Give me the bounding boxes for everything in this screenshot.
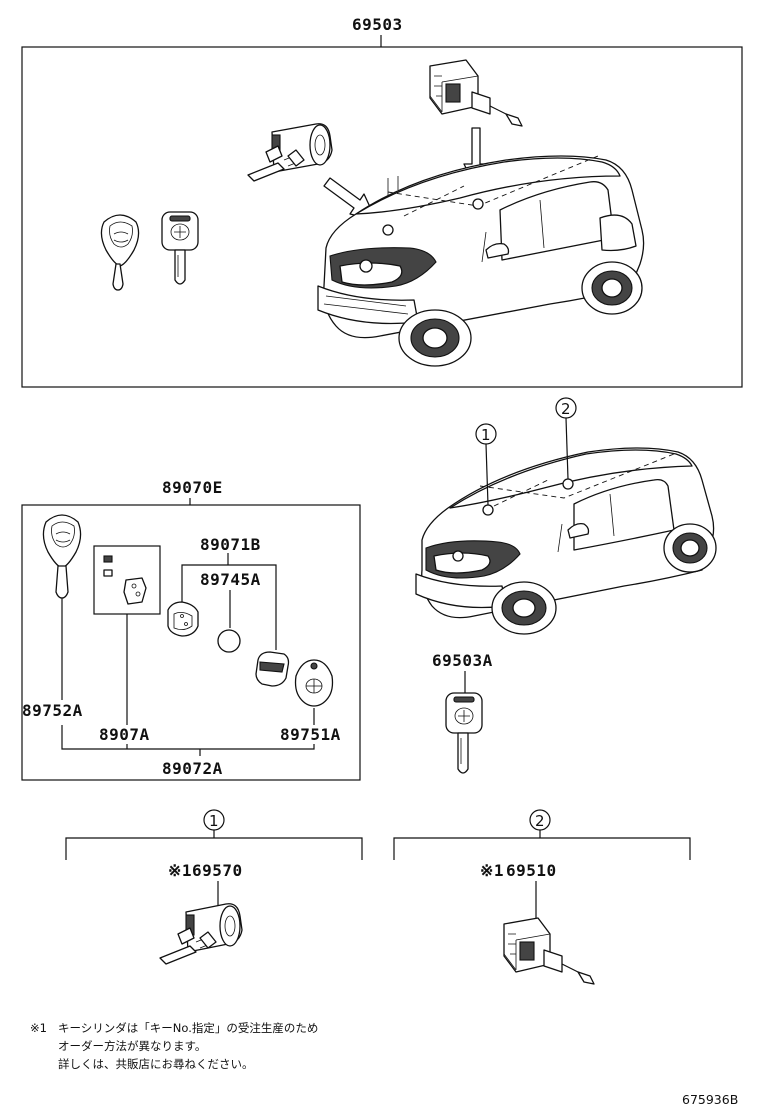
car-illustration-mid [415,447,717,635]
footnote-line-1: キーシリンダは「キーNo.指定」の受注生産のため [58,1021,318,1035]
blank-key-69503A-illustration [445,692,483,774]
remote-key-illustration [100,214,140,291]
note-mark-69570: ※1 [168,861,192,880]
transmitter-cover-illustration [255,651,290,687]
label-69570: 69570 [192,861,243,880]
remote-set-box [21,504,361,781]
footnote-line-3: 詳しくは、共販店にお尋ねください。 [58,1057,254,1071]
label-69503A: 69503A [432,651,493,670]
car-illustration-top [317,155,645,367]
label-89751A: 89751A [280,725,341,744]
battery-illustration [217,629,241,653]
hatch-lock-cylinder-69510-illustration [503,917,595,985]
label-69510: 69510 [506,861,557,880]
figure-code: 675936B [682,1092,738,1107]
hatch-lock-cylinder-illustration [429,59,523,127]
group-number-1: 1 [209,812,219,830]
bracket-89072A [61,725,315,750]
label-89745A: 89745A [200,570,261,589]
door-lock-cylinder-illustration [247,123,333,182]
label-89070E: 89070E [162,478,223,497]
note-mark-69510: ※1 [480,861,504,880]
label-89071B: 89071B [200,535,261,554]
key-plate-89751A-illustration [294,659,334,707]
group-bracket-2 [393,837,691,860]
bracket-89071B [181,564,277,650]
label-8907A: 8907A [99,725,150,744]
footnote-line-2: オーダー方法が異なります。 [58,1039,206,1053]
label-89072A: 89072A [162,759,223,778]
group-number-2: 2 [535,812,545,830]
callout-number-2: 2 [561,400,571,418]
blank-key-illustration [161,211,199,285]
callout-number-1: 1 [481,426,491,444]
leader-callout-2 [565,417,569,480]
label-89752A: 89752A [22,701,83,720]
remote-key-89752A-illustration [42,514,82,599]
leader-callout-1 [485,443,489,506]
label-69503: 69503 [352,15,403,34]
code-label-card-illustration [93,545,161,615]
door-lock-cylinder-69570-illustration [159,903,243,965]
footnote-mark: ※1 [30,1021,47,1035]
group-bracket-1 [65,837,363,860]
transmitter-case-illustration [167,601,199,637]
kit-box-69503 [21,46,743,388]
